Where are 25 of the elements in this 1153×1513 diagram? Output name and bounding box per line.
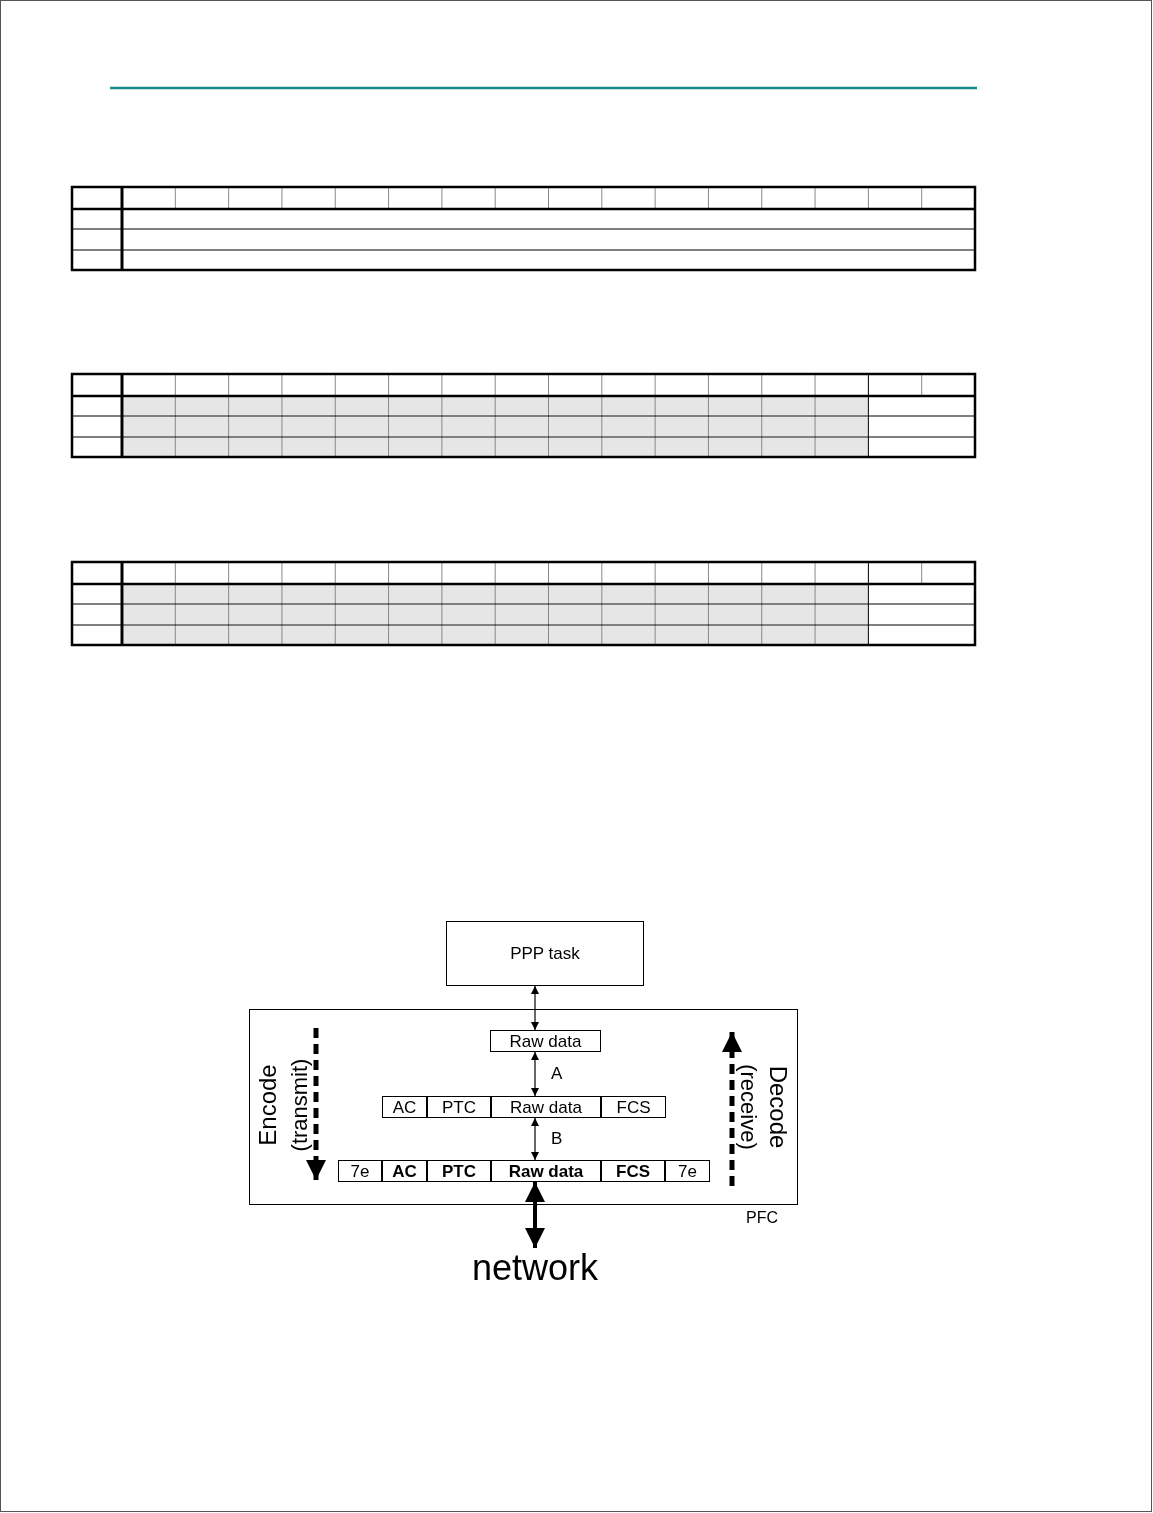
edge-label: B xyxy=(551,1130,563,1147)
frame-field: FCS xyxy=(601,1096,666,1118)
network-label: network xyxy=(462,1248,608,1288)
frame-field: Raw data xyxy=(490,1030,601,1052)
edge-label: A xyxy=(551,1065,563,1082)
arrow xyxy=(531,1117,539,1161)
arrow xyxy=(531,985,539,1031)
process-box: PPP task xyxy=(446,921,644,986)
arrow xyxy=(531,1051,539,1097)
frame-field: FCS xyxy=(601,1160,665,1182)
frame-field: Raw data xyxy=(491,1160,601,1182)
module-caption: PFC xyxy=(746,1210,778,1226)
frame-field: 7e xyxy=(338,1160,382,1182)
direction-label: (receive) xyxy=(737,1064,759,1150)
direction-label: Decode xyxy=(766,1065,790,1149)
frame-field: AC xyxy=(382,1160,427,1182)
frame-field: PTC xyxy=(427,1160,491,1182)
direction-label: (transmit) xyxy=(289,1058,311,1152)
frame-field: 7e xyxy=(665,1160,710,1182)
frame-field: Raw data xyxy=(491,1096,601,1118)
direction-label: Encode xyxy=(256,1064,280,1146)
frame-field: PTC xyxy=(427,1096,491,1118)
module-box xyxy=(249,1009,798,1205)
frame-field: AC xyxy=(382,1096,427,1118)
arrow xyxy=(525,1182,545,1248)
